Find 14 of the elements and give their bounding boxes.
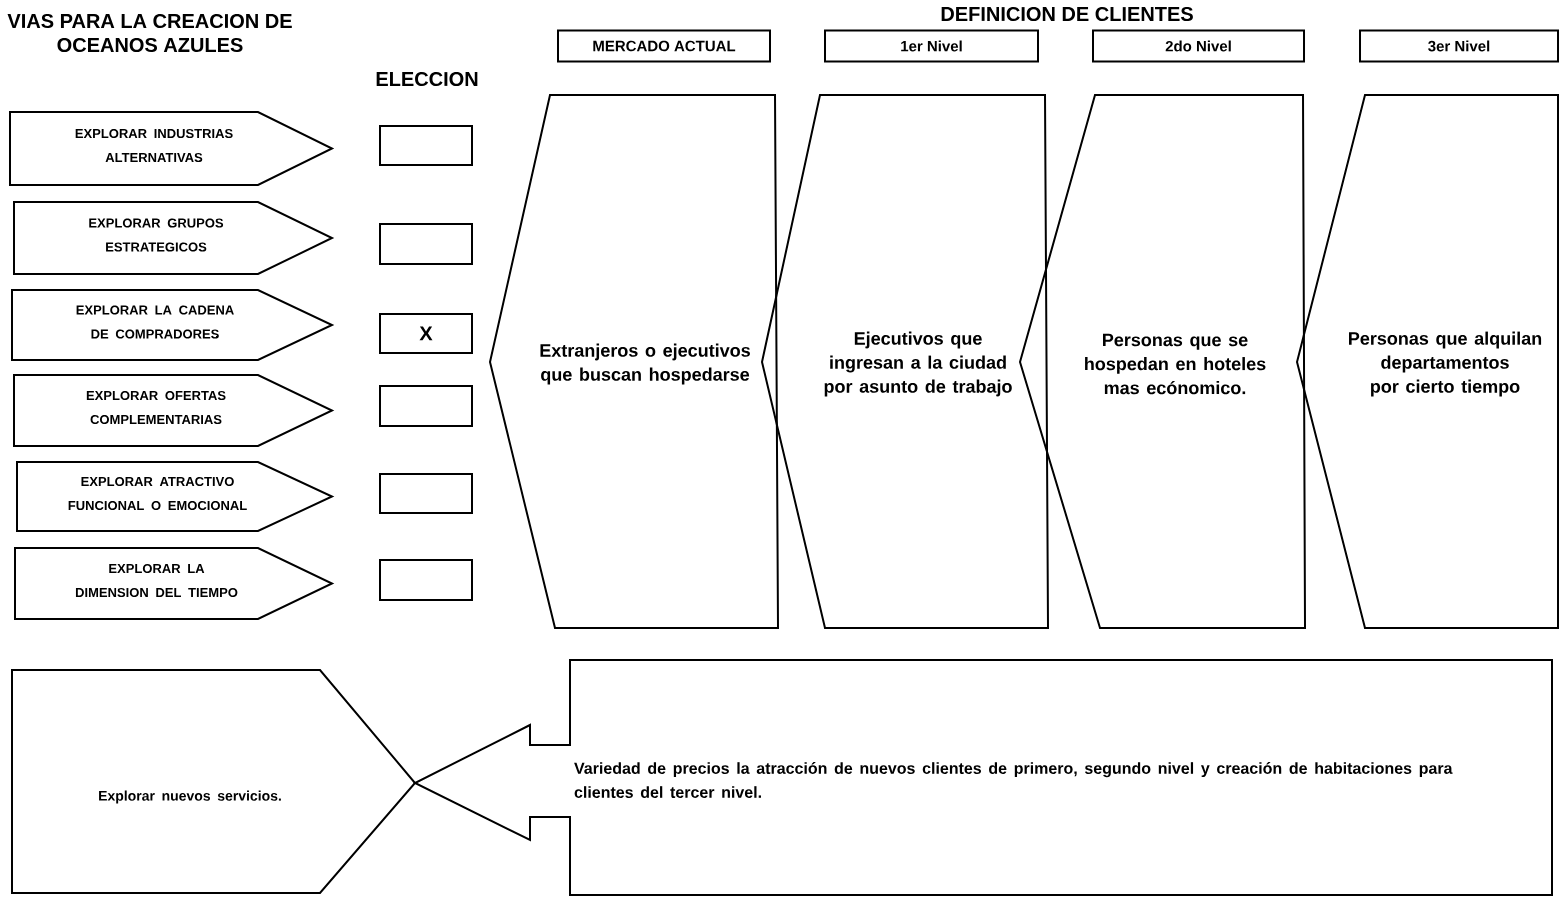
checkbox: [379, 385, 473, 427]
callout-box: Variedad de precios la atracción de nuevos clientes de primero, segundo nivel y creación de habitaciones para clientes del tercer nivel.: [412, 659, 1553, 896]
header-box: MERCADO ACTUAL: [557, 29, 771, 63]
checkbox: [379, 559, 473, 601]
header-box: 2do Nivel: [1092, 29, 1305, 63]
header-box: 1er Nivel: [824, 29, 1039, 63]
header-box: 3er Nivel: [1359, 29, 1559, 63]
heading: VIAS PARA LA CREACION DE OCEANOS AZULES: [7, 13, 292, 53]
checkbox: [379, 473, 473, 514]
heading: DEFINICION DE CLIENTES: [941, 6, 1193, 22]
heading: ELECCION: [376, 71, 478, 87]
checkbox: [379, 223, 473, 265]
checkbox: X: [379, 313, 473, 354]
checkbox: [379, 125, 473, 166]
